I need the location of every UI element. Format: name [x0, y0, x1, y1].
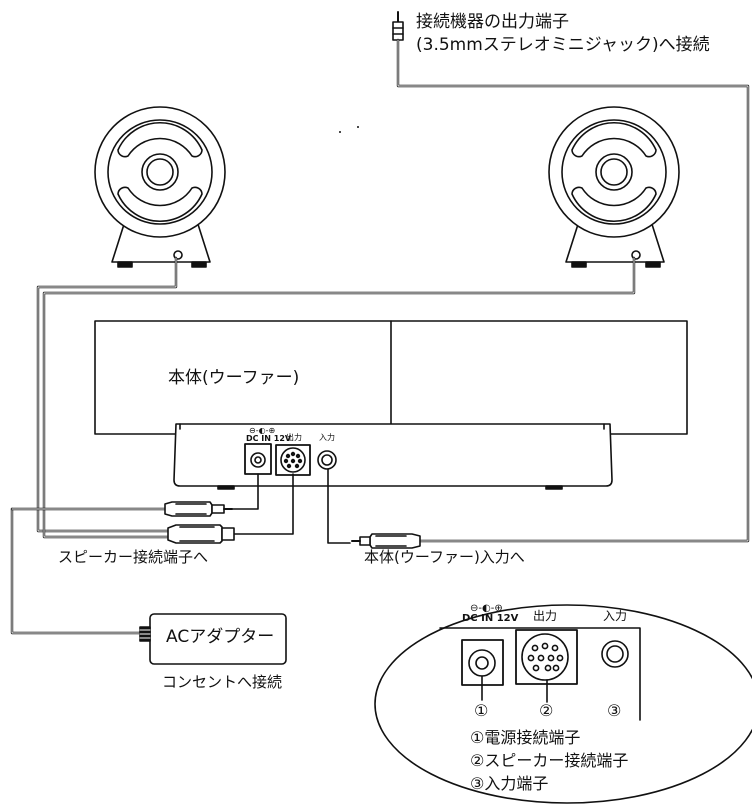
inset-marker-input: ③ — [607, 701, 622, 720]
inset-polarity-symbol: ⊖-◐-⊕ — [470, 603, 503, 614]
inset-marker-speaker: ② — [539, 701, 554, 720]
inset-output-label: 出力 — [533, 609, 558, 623]
panel-dc-in-label: DC IN 12V — [246, 434, 292, 443]
source-cable — [392, 11, 750, 543]
woofer-body — [94, 320, 688, 490]
ac-adapter — [139, 613, 287, 665]
speaker-plug — [167, 524, 235, 544]
source-label-line2: (3.5mmステレオミニジャック)へ接続 — [416, 35, 710, 55]
inset-detail — [374, 604, 752, 804]
outlet-label: コンセントへ接続 — [162, 673, 283, 691]
inset-dc-in-label: DC IN 12V — [462, 613, 519, 624]
panel-input-label: 入力 — [319, 433, 335, 442]
inset-input-label: 入力 — [603, 609, 628, 623]
source-label-line1: 接続機器の出力端子 — [416, 12, 569, 32]
woofer-body-label: 本体(ウーファー) — [168, 368, 300, 388]
left-speaker — [94, 106, 226, 268]
inset-marker-power: ① — [474, 701, 489, 720]
inset-legend-input: ③入力端子 — [470, 774, 549, 793]
input-plug — [351, 533, 421, 549]
inset-legend-power: ①電源接続端子 — [470, 728, 581, 747]
plug-lines — [229, 468, 351, 544]
right-speaker — [548, 106, 680, 268]
inset-legend-speaker: ②スピーカー接続端子 — [470, 751, 629, 770]
to-speaker-label: スピーカー接続端子へ — [58, 548, 209, 566]
ac-adapter-label: ACアダプター — [166, 627, 275, 647]
panel-polarity-symbol: ⊖-◐-⊕ — [249, 426, 276, 435]
dc-plug — [10, 501, 233, 635]
to-body-input-label: 本体(ウーファー)入力へ — [364, 548, 525, 566]
speaker-cables — [36, 256, 636, 539]
panel-output-label: 出力 — [286, 433, 302, 442]
